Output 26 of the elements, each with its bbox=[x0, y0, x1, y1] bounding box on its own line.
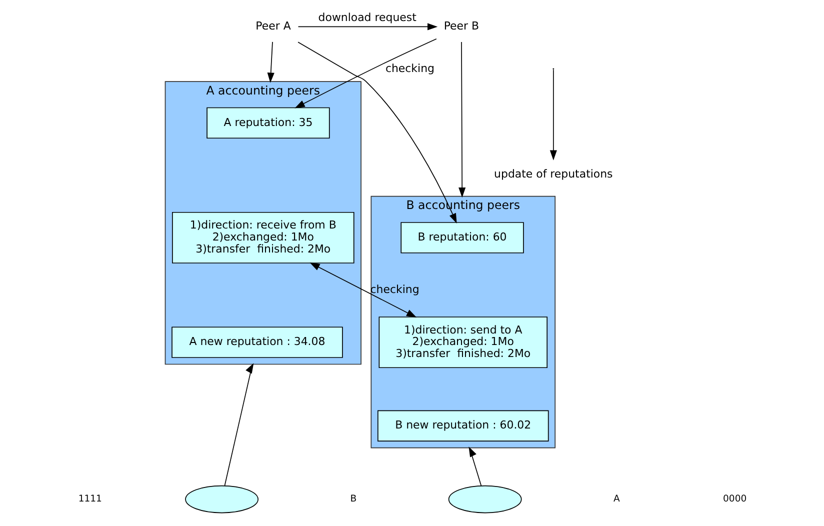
label: 1111 bbox=[78, 494, 102, 505]
arrow bbox=[224, 363, 254, 486]
node-text: Peer A bbox=[255, 20, 290, 33]
node-box: B reputation: 60 bbox=[400, 222, 524, 254]
label: B bbox=[350, 494, 356, 505]
arrow bbox=[266, 42, 274, 83]
arrow bbox=[294, 38, 436, 108]
node-box: 1)direction: receive from B 2)exchanged: 1Mo 3)transfer finished: 2Mo bbox=[172, 212, 354, 264]
arrow bbox=[309, 262, 416, 318]
node-box: 1)direction: send to A 2)exchanged: 1Mo 3)transfer finished: 2Mo bbox=[378, 316, 548, 368]
arrow bbox=[297, 42, 456, 224]
arrow bbox=[468, 446, 482, 486]
label: 0000 bbox=[722, 494, 746, 505]
node-text: Peer B bbox=[443, 20, 479, 33]
edge-label: download request bbox=[318, 11, 416, 24]
node-ellipse bbox=[184, 485, 258, 514]
node-box: A reputation: 35 bbox=[206, 107, 330, 139]
arrow bbox=[458, 42, 466, 198]
node-box: B new reputation : 60.02 bbox=[376, 410, 548, 442]
edge-label: checking bbox=[384, 62, 434, 75]
node-box: A new reputation : 34.08 bbox=[171, 326, 342, 358]
label: A bbox=[613, 494, 620, 505]
node-ellipse bbox=[448, 485, 522, 514]
arrow bbox=[297, 23, 438, 30]
arrow bbox=[549, 69, 556, 160]
node-text: update of reputations bbox=[494, 167, 612, 180]
